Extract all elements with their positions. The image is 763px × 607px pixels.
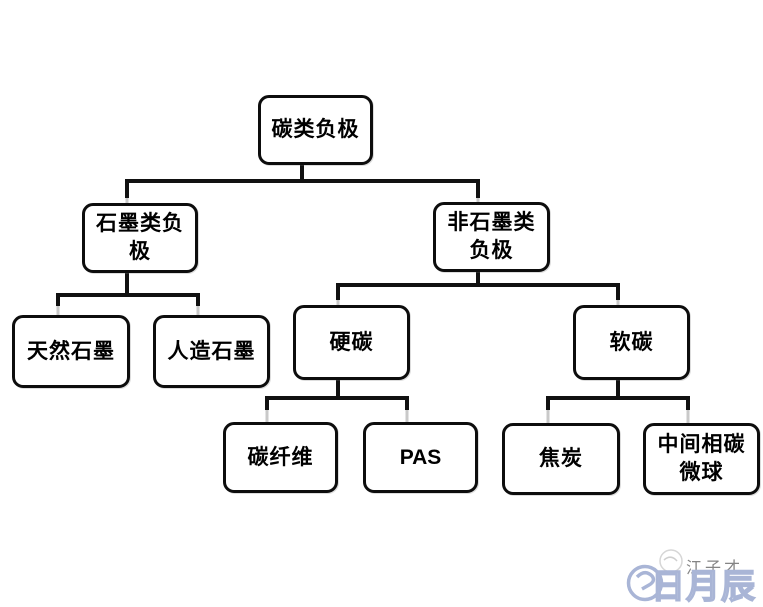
node-artificial-graphite-label: 人造石墨	[167, 338, 256, 363]
node-coke-label: 焦炭	[539, 446, 583, 471]
node-graphite-anode-label: 石墨类负 极	[96, 211, 184, 263]
node-artificial-graphite: 人造石墨	[153, 315, 270, 388]
connector-dark-lines	[56, 164, 690, 410]
watermark: 江子才 日月辰	[618, 546, 763, 607]
node-soft-carbon-label: 软碳	[609, 329, 654, 354]
node-graphite-anode: 石墨类负 极	[82, 203, 198, 273]
node-natural-graphite: 天然石墨	[12, 315, 130, 388]
watermark-brand: 日月辰	[650, 567, 756, 607]
node-mesocarbon-microbeads-label: 中间相碳 微球	[657, 432, 746, 484]
node-pas-label: PAS	[399, 445, 442, 469]
node-carbon-anode: 碳类负极	[258, 95, 373, 165]
node-soft-carbon: 软碳	[573, 305, 690, 380]
watermark-author: 江子才	[686, 560, 744, 577]
node-coke: 焦炭	[502, 423, 620, 495]
node-natural-graphite-label: 天然石墨	[27, 338, 115, 363]
node-hard-carbon: 硬碳	[293, 305, 410, 380]
node-carbon-anode-label: 碳类负极	[271, 117, 360, 142]
node-carbon-fiber: 碳纤维	[223, 422, 338, 493]
watermark-logo-icon	[626, 549, 683, 602]
node-hard-carbon-label: 硬碳	[329, 329, 374, 354]
node-mesocarbon-microbeads: 中间相碳 微球	[643, 423, 760, 495]
node-carbon-fiber-label: 碳纤维	[247, 444, 314, 469]
node-non-graphite-anode: 非石墨类 负极	[433, 202, 550, 272]
node-non-graphite-anode-label: 非石墨类 负极	[447, 210, 536, 262]
node-pas: PAS	[363, 422, 478, 493]
